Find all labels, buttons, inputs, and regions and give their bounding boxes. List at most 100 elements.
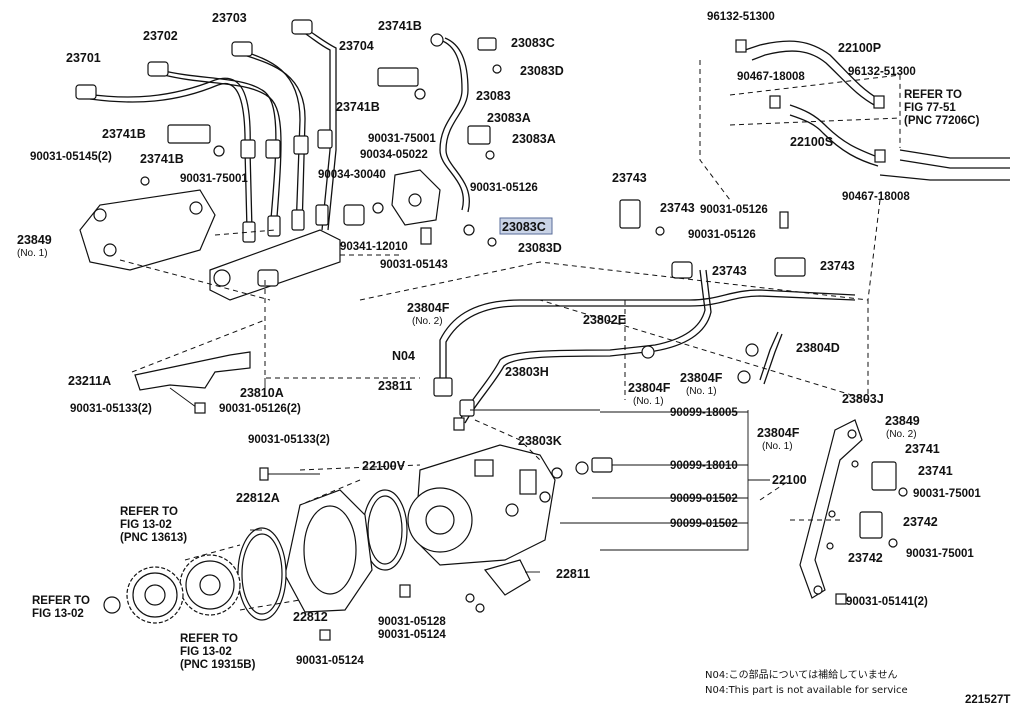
note-jp: N04:この部品については補給していません: [705, 668, 897, 681]
label-23741b: 23741B: [336, 100, 380, 114]
label-90031-05126: 90031-05126(2): [219, 403, 301, 415]
pipe-clamp: [167, 124, 211, 144]
label-90099-01502: 90099-01502: [670, 518, 738, 530]
label-23741: 23741: [918, 464, 953, 478]
pipe-nut: [75, 84, 97, 100]
label-22100s: 22100S: [790, 135, 833, 149]
pipe-nut: [433, 377, 453, 397]
clip-icon: [737, 370, 751, 384]
label-23211a: 23211A: [68, 374, 111, 388]
bracket-23211a: [134, 351, 251, 414]
gaskets: [237, 467, 411, 641]
refer-note: REFER TO: [180, 633, 238, 645]
label-90341-12010: 90341-12010: [340, 241, 408, 253]
clip-icon: [745, 343, 759, 357]
label-90031-05126: 90031-05126: [470, 182, 538, 194]
label-23741b: 23741B: [140, 152, 184, 166]
bolt-icon: [213, 145, 225, 157]
label-23849: 23849: [885, 414, 920, 428]
label-90031-05145: 90031-05145(2): [30, 151, 112, 163]
figure-id: 221527T: [965, 694, 1010, 706]
label-22100v: 22100V: [362, 459, 406, 473]
label-90467-18008: 90467-18008: [737, 71, 805, 83]
label-90099-18005: 90099-18005: [670, 407, 738, 419]
pipe-nut: [147, 61, 169, 77]
note-en: N04:This part is not available for servi…: [705, 685, 908, 696]
label-90031-75001: 90031-75001: [906, 548, 974, 560]
label-23803h: 23803H: [505, 365, 549, 379]
label-23083a: 23083A: [512, 132, 556, 146]
label-90031-05126: 90031-05126: [688, 229, 756, 241]
label-90031-05143: 90031-05143: [380, 259, 448, 271]
label-90034-30040: 90034-30040: [318, 169, 386, 181]
pipe-nut: [317, 129, 333, 149]
label-23804f: 23804F: [680, 371, 723, 385]
label-23083c: 23083C: [511, 36, 555, 50]
pipe-clamp: [377, 67, 419, 87]
label-23703: 23703: [212, 11, 247, 25]
label-22100p: 22100P: [838, 41, 881, 55]
label-23083c-highlighted[interactable]: 23083C: [502, 220, 546, 234]
label-90467-18008: 90467-18008: [842, 191, 910, 203]
label-90099-01502: 90099-01502: [670, 493, 738, 505]
pipe-nut: [291, 19, 313, 35]
refer-note: FIG 13-02: [120, 519, 172, 531]
label-23802e: 23802E: [583, 313, 626, 327]
refer-note: REFER TO: [32, 595, 90, 607]
label-23702: 23702: [143, 29, 178, 43]
refer-note: (PNC 77206C): [904, 115, 980, 127]
label-23741b: 23741B: [378, 19, 422, 33]
label-23083d: 23083D: [520, 64, 564, 78]
label-90031-05133: 90031-05133(2): [70, 403, 152, 415]
label-22812a: 22812A: [236, 491, 280, 505]
pipe-nut: [641, 345, 655, 359]
label-22100: 22100: [772, 473, 807, 487]
refer-note: FIG 13-02: [180, 646, 232, 658]
hoses-top-right: [735, 39, 1010, 181]
pipe-nut: [293, 135, 309, 155]
label-22812: 22812: [293, 610, 328, 624]
label-90031-75001: 90031-75001: [913, 488, 981, 500]
highlight-23083c: [499, 217, 553, 235]
label-23849-sub: (No. 1): [17, 248, 48, 259]
label-23743: 23743: [660, 201, 695, 215]
pressure-valve: [343, 169, 441, 245]
refer-note: REFER TO: [904, 89, 962, 101]
label-23741: 23741: [905, 442, 940, 456]
label-23804f: 23804F: [407, 301, 450, 315]
refer-note: FIG 13-02: [32, 608, 84, 620]
label-23810a: 23810A: [240, 386, 284, 400]
label-96132-51300: 96132-51300: [707, 11, 775, 23]
clamps-23743: [619, 199, 806, 277]
dashed-guides: [119, 60, 901, 611]
label-90034-05022: 90034-05022: [360, 149, 428, 161]
delivery-pipes: [433, 261, 856, 424]
injection-pump: [407, 399, 613, 613]
label-23743: 23743: [612, 171, 647, 185]
part-labels: 23701 23702 23703 23704 23741B 23741B 23…: [17, 11, 981, 671]
bracket-23849-no2: [799, 419, 908, 605]
label-23701: 23701: [66, 51, 101, 65]
label-23083a: 23083A: [487, 111, 531, 125]
label-23742: 23742: [848, 551, 883, 565]
label-90031-05133: 90031-05133(2): [248, 434, 330, 446]
label-23741b: 23741B: [102, 127, 146, 141]
label-90031-75001: 90031-75001: [368, 133, 436, 145]
label-23804f-sub: (No. 1): [762, 441, 793, 452]
label-23804f-sub: (No. 1): [633, 396, 664, 407]
pipe-23083: [430, 33, 502, 247]
label-90031-05124: 90031-05124: [296, 655, 364, 667]
injection-pipes: [75, 19, 426, 231]
bracket-23849-no1: [79, 176, 216, 271]
common-rail: [209, 204, 341, 301]
label-23743: 23743: [820, 259, 855, 273]
label-23849: 23849: [17, 233, 52, 247]
label-23849-sub: (No. 2): [886, 429, 917, 440]
label-90099-18010: 90099-18010: [670, 460, 738, 472]
refer-note: (PNC 13613): [120, 532, 187, 544]
pipe-nut: [265, 139, 281, 159]
gears: [103, 554, 241, 624]
label-23083d: 23083D: [518, 241, 562, 255]
refer-note: REFER TO: [120, 506, 178, 518]
